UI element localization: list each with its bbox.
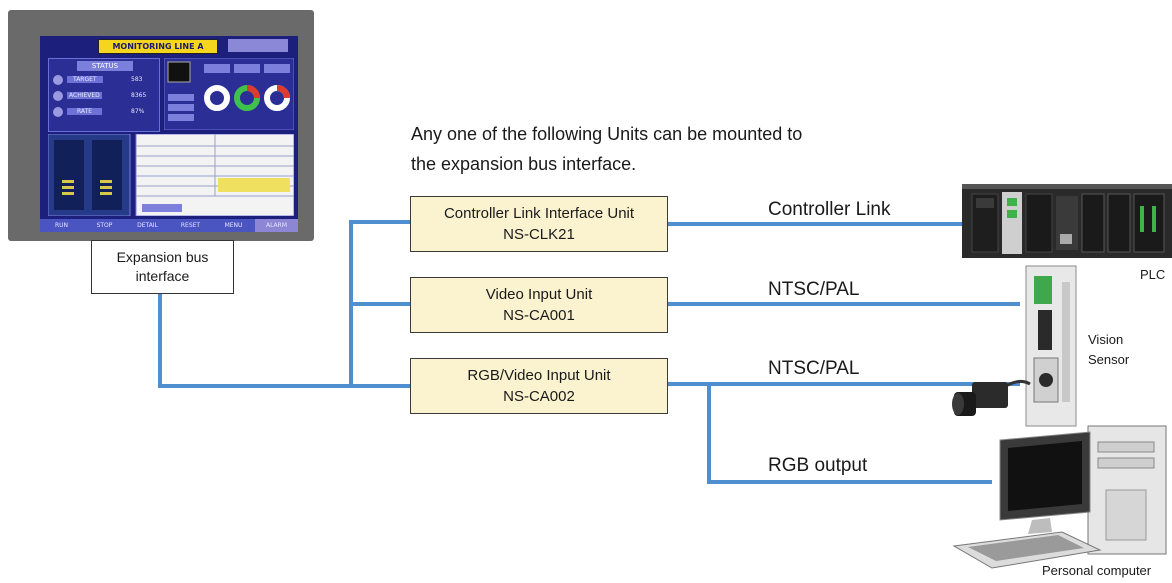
status-title: STATUS <box>77 61 133 71</box>
achieved-lamp-icon <box>53 91 63 101</box>
expansion-bus-label-line2: interface <box>135 268 190 284</box>
ntsc-pal-label-2: NTSC/PAL <box>768 358 860 379</box>
screen-title: MONITORING LINE A <box>98 39 218 54</box>
gauges-icon <box>164 58 294 130</box>
intro-line-2: the expansion bus interface. <box>411 154 637 174</box>
rgb-output-label: RGB output <box>768 455 868 476</box>
screen-button-bar: RUN STOP DETAIL RESET MENU ALARM <box>40 219 298 232</box>
rgb-output-wire <box>707 382 992 484</box>
personal-computer-icon <box>952 425 1167 569</box>
unit-name: Controller Link Interface Unit <box>443 205 635 222</box>
vision-sensor-icon <box>1025 265 1077 427</box>
rate-lamp-icon <box>53 107 63 117</box>
intro-line-1: Any one of the following Units can be mo… <box>411 124 803 144</box>
rate-value: 87% <box>131 108 145 115</box>
ntsc-pal-label-1: NTSC/PAL <box>768 279 860 300</box>
camera-icon <box>952 379 1031 416</box>
touch-panel-image: MONITORING LINE A STATUS TARGET 583 ACHI… <box>8 10 314 241</box>
screen-time-field <box>228 39 288 52</box>
screen-run-button: RUN <box>54 222 69 229</box>
unit-model: NS-CA002 <box>503 388 575 405</box>
unit-box-video-input: Video Input Unit NS-CA001 <box>410 277 668 333</box>
unit-name: Video Input Unit <box>485 286 593 303</box>
plc-icon <box>962 184 1172 258</box>
unit-model: NS-CA001 <box>503 307 575 324</box>
personal-computer-label: Personal computer <box>1042 563 1152 578</box>
plc-label: PLC <box>1140 267 1166 282</box>
achieved-value: 8365 <box>131 92 147 99</box>
screen-detail-button: DETAIL <box>137 222 158 229</box>
achieved-label: ACHIEVED <box>67 92 102 99</box>
expansion-bus-interface-box: Expansion bus interface <box>91 240 234 294</box>
vision-label-line1: Vision <box>1088 332 1124 347</box>
panel-screen: MONITORING LINE A STATUS TARGET 583 ACHI… <box>40 36 298 232</box>
screen-reset-button: RESET <box>180 222 201 229</box>
screen-alarm-button: ALARM <box>255 219 298 232</box>
vision-label-line2: Sensor <box>1088 352 1130 367</box>
detail-tables-icon <box>48 134 294 216</box>
unit-model: NS-CLK21 <box>503 226 575 243</box>
bus-riser-wire <box>349 220 412 388</box>
unit-box-controller-link: Controller Link Interface Unit NS-CLK21 <box>410 196 668 252</box>
screen-stop-button: STOP <box>96 222 113 229</box>
rate-label: RATE <box>67 108 103 115</box>
target-value: 583 <box>131 76 143 83</box>
expansion-bus-wire <box>158 292 412 388</box>
status-panel: STATUS TARGET 583 ACHIEVED 8365 RATE 87% <box>48 58 160 132</box>
screen-menu-button: MENU <box>224 222 243 229</box>
controller-link-label: Controller Link <box>768 199 891 220</box>
target-lamp-icon <box>53 75 63 85</box>
unit-name: RGB/Video Input Unit <box>467 367 611 384</box>
unit-box-rgb-video-input: RGB/Video Input Unit NS-CA002 <box>410 358 668 414</box>
expansion-bus-label-line1: Expansion bus <box>116 249 209 265</box>
target-label: TARGET <box>67 76 103 83</box>
